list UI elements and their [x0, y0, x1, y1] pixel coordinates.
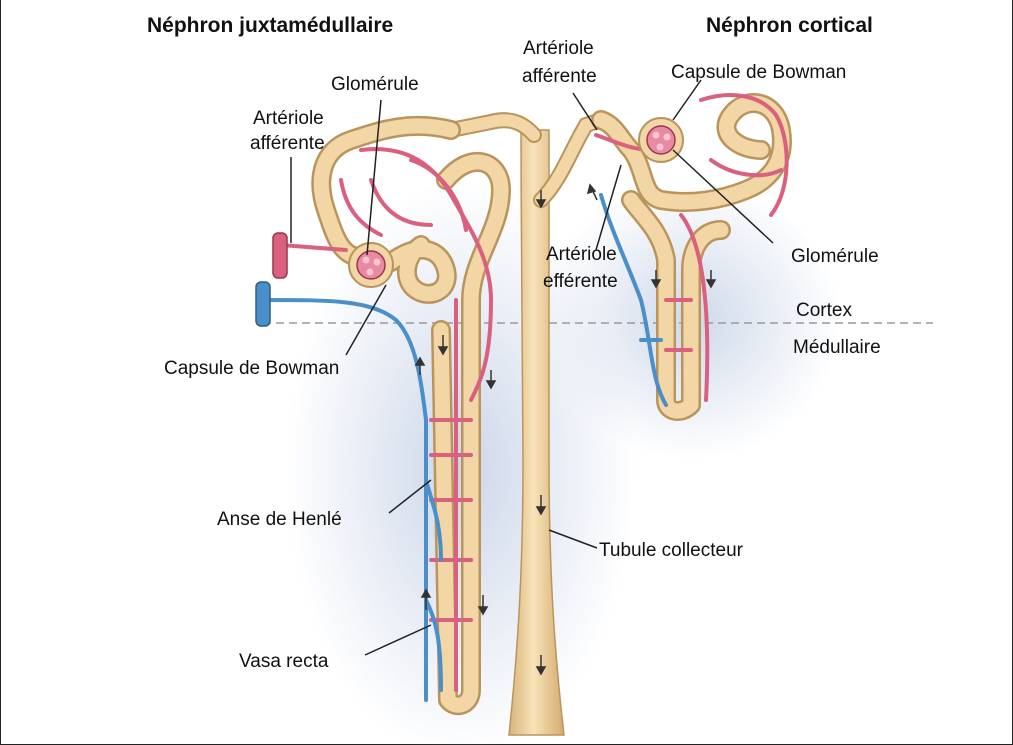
label-glomerule-left: Glomérule	[331, 74, 419, 96]
label-cortex: Cortex	[796, 300, 852, 322]
afferent-arteriole-stub	[273, 233, 287, 278]
label-arteriole-afferente-right-1: Artériole	[523, 38, 594, 60]
title-cortical: Néphron cortical	[706, 14, 873, 38]
label-tubule-collecteur: Tubule collecteur	[599, 540, 743, 562]
label-capsule-bowman-left: Capsule de Bowman	[164, 358, 339, 380]
label-anse-henle: Anse de Henlé	[217, 509, 342, 531]
label-arteriole-afferente-left-1: Artériole	[253, 108, 324, 130]
label-arteriole-efferente-2: efférente	[543, 271, 618, 293]
label-vasa-recta: Vasa recta	[239, 651, 328, 673]
label-glomerule-right: Glomérule	[791, 246, 879, 268]
label-arteriole-afferente-left-2: afférente	[250, 133, 325, 155]
vein-stub	[256, 282, 270, 326]
label-arteriole-efferente-1: Artériole	[546, 244, 617, 266]
label-arteriole-afferente-right-2: afférente	[522, 66, 597, 88]
label-capsule-bowman-right: Capsule de Bowman	[671, 62, 846, 84]
title-juxtamedullary: Néphron juxtamédullaire	[147, 14, 393, 38]
label-medullaire: Médullaire	[793, 337, 881, 359]
